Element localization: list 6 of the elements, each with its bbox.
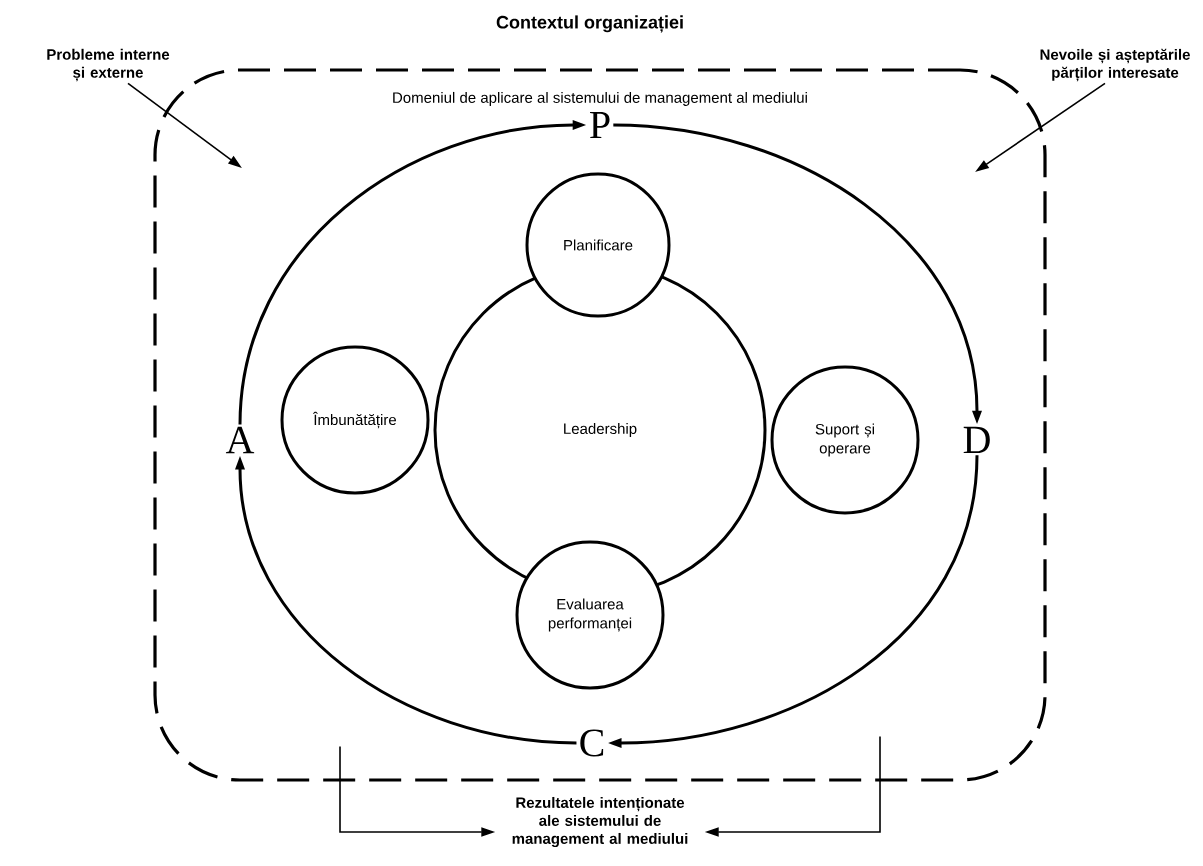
- cycle-letter: D: [963, 426, 990, 454]
- title: Contextul organizației: [496, 15, 683, 33]
- cycle-letter: P: [590, 111, 610, 139]
- cycle-letter: A: [225, 426, 255, 454]
- note-text: Rezultatele intenționate ale sistemului de management al mediului: [512, 796, 688, 847]
- cycle-letter: C: [580, 729, 604, 757]
